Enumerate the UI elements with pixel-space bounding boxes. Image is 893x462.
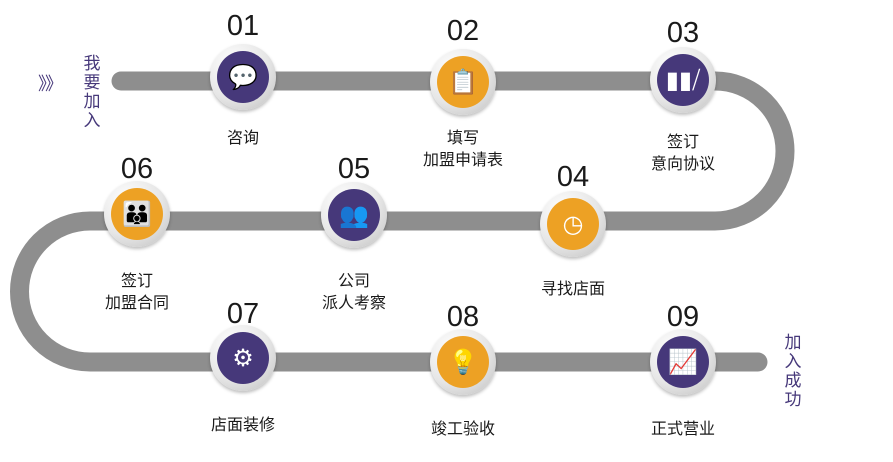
- step-label-line1: 填写: [446, 128, 479, 147]
- step-label-line1: 签订: [120, 271, 153, 290]
- step-label-line2: 派人考察: [321, 293, 386, 312]
- binders-icon: ▮▮⧸: [657, 54, 709, 106]
- step-label: 正式营业: [613, 418, 753, 440]
- step-03-badge: ▮▮⧸: [650, 47, 716, 113]
- step-08-badge: 💡: [430, 329, 496, 395]
- step-label: 店面装修: [173, 414, 313, 436]
- step-label: 咨询: [173, 127, 313, 149]
- step-number: 01: [226, 10, 260, 42]
- team-icon: 👥: [328, 189, 380, 241]
- step-05-badge: 👥: [321, 182, 387, 248]
- growth-chart-icon: 📈: [657, 336, 709, 388]
- step-label: 填写 加盟申请表: [393, 127, 533, 171]
- step-04-badge: ◷: [540, 191, 606, 257]
- step-number: 03: [666, 17, 700, 49]
- step-label-line1: 签订: [666, 132, 699, 151]
- step-label: 签订 加盟合同: [67, 270, 207, 314]
- step-06-badge: 👪: [104, 181, 170, 247]
- step-number: 07: [226, 298, 260, 330]
- step-09-badge: 📈: [650, 329, 716, 395]
- step-number: 09: [666, 301, 700, 333]
- start-label: 我要加入: [83, 54, 101, 131]
- step-label-line1: 咨询: [226, 128, 259, 147]
- end-label: 加入成功: [784, 333, 802, 410]
- step-number: 05: [337, 153, 371, 185]
- step-01-badge: 💬: [210, 44, 276, 110]
- step-label-line1: 竣工验收: [430, 419, 495, 438]
- gears-icon: ⚙: [217, 332, 269, 384]
- clock-icon: ◷: [547, 198, 599, 250]
- step-label: 寻找店面: [503, 278, 643, 300]
- step-number: 06: [120, 153, 154, 185]
- step-label-line1: 公司: [337, 271, 370, 290]
- step-label: 公司 派人考察: [284, 270, 424, 314]
- step-label: 竣工验收: [393, 418, 533, 440]
- step-label-line2: 加盟申请表: [422, 150, 503, 169]
- start-arrows-icon: 》》: [38, 74, 63, 95]
- chat-bubbles-icon: 💬: [217, 51, 269, 103]
- step-label-line1: 正式营业: [650, 419, 715, 438]
- step-07-badge: ⚙: [210, 325, 276, 391]
- step-label-line1: 寻找店面: [540, 279, 605, 298]
- meeting-table-icon: 👪: [111, 188, 163, 240]
- step-label: 签订 意向协议: [613, 131, 753, 175]
- step-number: 04: [556, 161, 590, 193]
- step-label-line1: 店面装修: [210, 415, 275, 434]
- step-number: 08: [446, 301, 480, 333]
- step-number: 02: [446, 15, 480, 47]
- lightbulb-icon: 💡: [437, 336, 489, 388]
- step-label-line2: 意向协议: [650, 154, 715, 173]
- step-02-badge: 📋: [430, 49, 496, 115]
- step-label-line2: 加盟合同: [104, 293, 169, 312]
- application-form-icon: 📋: [437, 56, 489, 108]
